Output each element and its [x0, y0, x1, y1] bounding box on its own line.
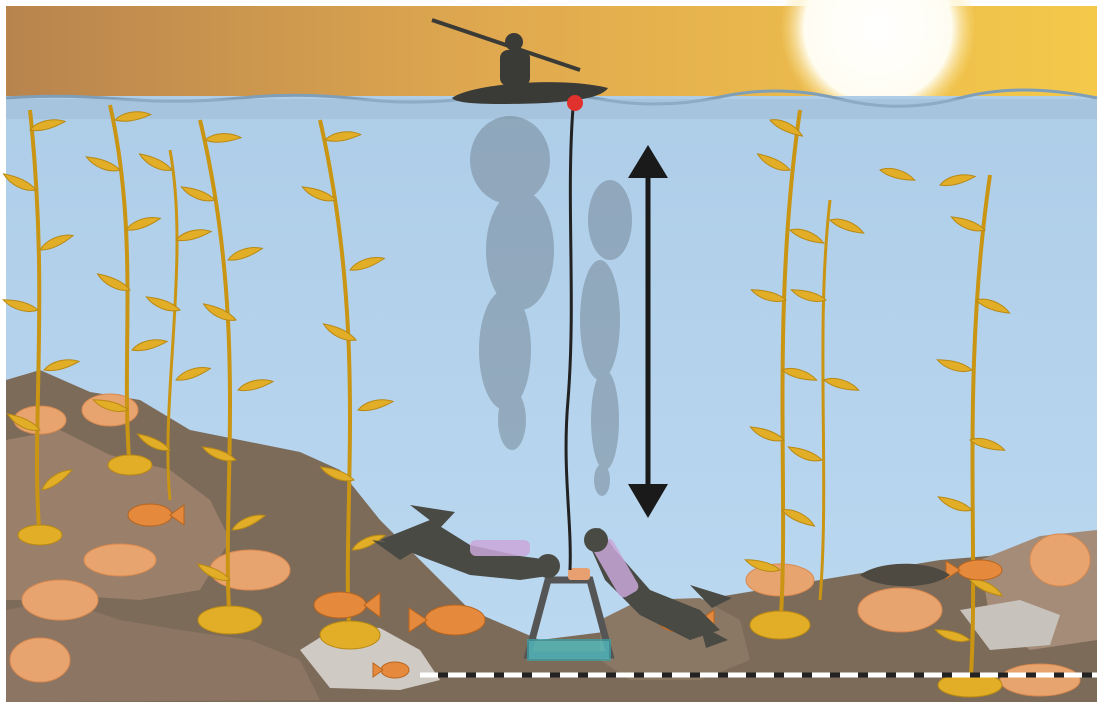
- buoy-icon: [567, 95, 583, 111]
